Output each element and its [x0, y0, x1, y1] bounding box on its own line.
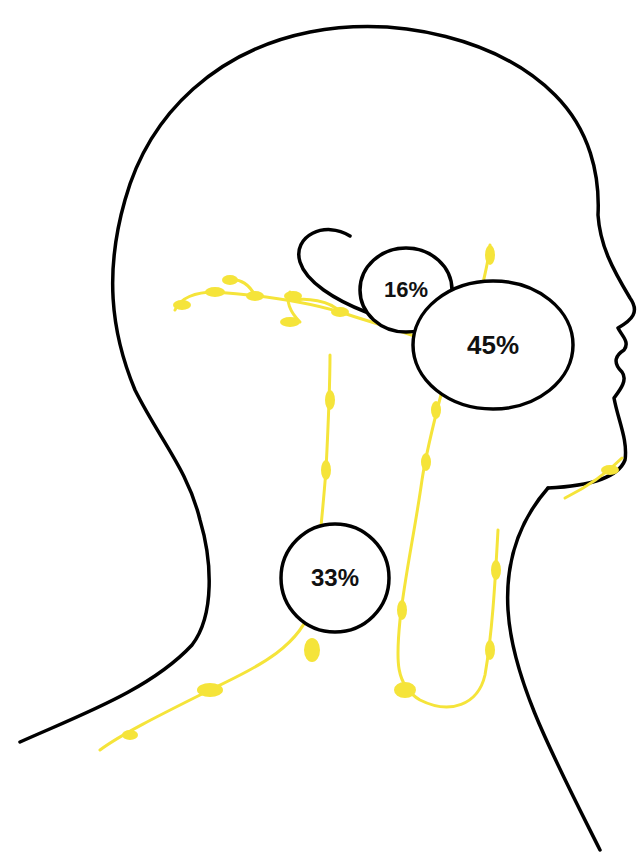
lymph-vessels	[100, 245, 622, 750]
lymph-nodes	[122, 245, 619, 740]
percentage-circle: 45%	[411, 279, 575, 411]
circle-shape	[413, 281, 573, 409]
neck-front-outline	[508, 488, 600, 850]
head-outline	[20, 27, 634, 742]
percentage-label: 16%	[384, 277, 428, 303]
percentage-label: 33%	[311, 564, 359, 592]
percentage-circle: 33%	[279, 522, 391, 634]
percentage-label: 45%	[467, 330, 519, 361]
circle-shape	[281, 524, 389, 632]
